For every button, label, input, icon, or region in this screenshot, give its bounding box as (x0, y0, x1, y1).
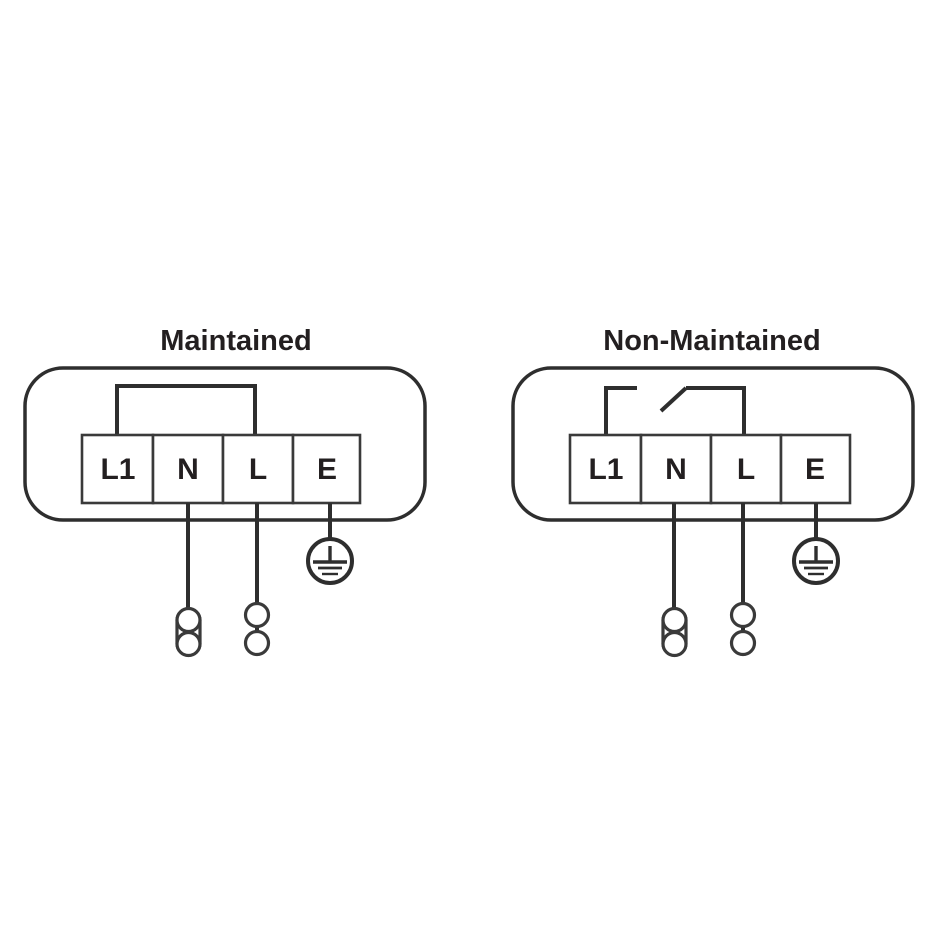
switch-blade-non-maintained (659, 386, 688, 413)
terminal-label-n: N (177, 453, 199, 486)
terminal-label-l: L (249, 453, 267, 486)
terminal-cell-n-nm (639, 433, 713, 505)
terminal-label-l1-nm: L1 (588, 453, 623, 486)
switch-left-pole-non-maintained (604, 386, 637, 436)
jumper-link-maintained (115, 384, 257, 436)
earth-ground-icon-non-maintained (792, 537, 840, 585)
connector-n-maintained (175, 606, 202, 658)
diagram-title-maintained: Maintained (160, 325, 311, 357)
terminal-cell-e (291, 433, 362, 505)
terminal-cell-l-nm (709, 433, 783, 505)
terminal-block-non-maintained: L1 N L E (568, 433, 852, 505)
terminal-cell-l1 (80, 433, 155, 505)
terminal-label-l1: L1 (100, 453, 135, 486)
terminal-cell-l1-nm (568, 433, 643, 505)
terminal-label-n-nm: N (665, 453, 687, 486)
enclosure-outline-non-maintained (511, 366, 915, 522)
terminal-block-maintained: L1 N L E (80, 433, 362, 505)
terminal-label-e-nm: E (805, 453, 825, 486)
diagram-non-maintained: Non-Maintained L1 N L E (511, 325, 915, 658)
connector-l-non-maintained (729, 601, 757, 657)
terminal-cell-e-nm (779, 433, 852, 505)
switch-right-pole-non-maintained (686, 386, 746, 436)
diagram-title-non-maintained: Non-Maintained (603, 325, 821, 357)
diagram-maintained: Maintained L1 N L E (23, 325, 427, 658)
connector-n-non-maintained (661, 606, 688, 658)
earth-ground-icon-maintained (306, 537, 354, 585)
connector-l-maintained (243, 601, 271, 657)
terminal-label-l-nm: L (737, 453, 755, 486)
terminal-label-e: E (317, 453, 337, 486)
enclosure-outline-maintained (23, 366, 427, 522)
